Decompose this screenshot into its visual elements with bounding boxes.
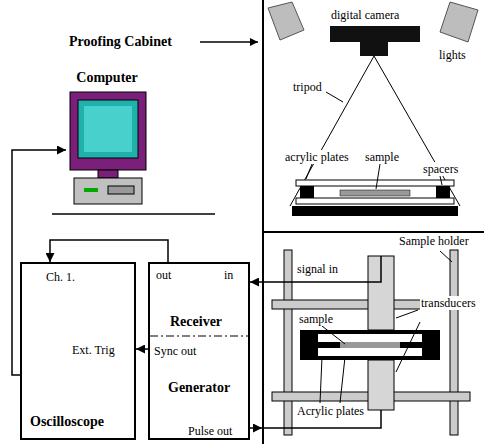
cabinet-leaders-part	[440, 176, 442, 185]
holder-wires	[262, 256, 381, 428]
monitor-part	[74, 178, 142, 204]
port-label: Pulse out	[188, 424, 232, 438]
holder-leaders-part	[396, 322, 420, 372]
monitor-part	[70, 92, 146, 170]
cabinet-pointer-part	[200, 41, 258, 43]
monitor-icon	[62, 90, 152, 210]
callout-label: digital camera	[330, 8, 400, 22]
device-box: Proofing Cabinet	[262, 0, 484, 232]
port-label: in	[224, 268, 233, 282]
digital-camera	[330, 26, 420, 56]
cabinet-stage-part	[296, 198, 454, 204]
holder-leaders-part	[322, 326, 345, 344]
callout-label: lights	[438, 48, 467, 62]
cabinet-leaders-part	[326, 92, 343, 102]
callout-label: acrylic plates	[284, 150, 350, 164]
trigger-label: Ext. Trig	[72, 343, 115, 357]
port-label: out	[156, 268, 171, 282]
receiver-divider	[150, 336, 248, 337]
channel-label: Ch. 1.	[46, 270, 75, 284]
callout-label: Sample holder	[398, 234, 470, 248]
port-label: Sync out	[154, 344, 196, 358]
tripod	[290, 56, 460, 206]
cabinet-leaders-part	[306, 164, 312, 179]
signal-connector	[250, 427, 262, 429]
callout-label: transducers	[420, 296, 477, 310]
sample-holder-part	[450, 250, 458, 435]
holder-leaders-part	[396, 310, 418, 318]
lights	[268, 2, 478, 42]
computer-desk-line	[52, 214, 215, 215]
device-name: Receiver	[170, 314, 222, 330]
device-box: out inReceiverSync outGeneratorPulse out	[148, 262, 250, 440]
holder-leaders-part	[340, 357, 345, 403]
holder-leaders-part	[440, 251, 452, 262]
sample-holder-part	[368, 360, 394, 410]
digital-camera-part	[330, 26, 420, 42]
monitor-part	[108, 186, 134, 194]
callout-label: spacers	[422, 162, 459, 176]
callout-label: sample	[364, 150, 400, 164]
signal-connector	[136, 348, 148, 350]
lights-part	[440, 2, 478, 42]
holder-leaders	[320, 251, 452, 403]
callout-label: Acrylic plates	[296, 404, 365, 418]
monitor-part	[84, 106, 132, 152]
monitor-part	[98, 170, 118, 178]
computer-desk-line-part	[52, 213, 215, 215]
holder-leaders-part	[320, 357, 322, 403]
node-heading: Computer	[60, 70, 154, 86]
receiver-divider-part	[150, 336, 248, 337]
device-name: Oscilloscope	[30, 414, 104, 430]
cabinet-stage-part	[340, 190, 410, 196]
holder-wires-part	[262, 256, 381, 282]
cabinet-leaders-part	[376, 164, 380, 189]
cabinet-stage-part	[300, 186, 314, 198]
computer-node: Computer	[60, 70, 154, 212]
monitor-part	[84, 188, 98, 192]
cabinet-stage-part	[436, 186, 450, 198]
sample-holder-part	[340, 342, 400, 348]
callout-label: tripod	[292, 80, 323, 94]
signal-connector	[50, 240, 168, 262]
device-name: Generator	[168, 380, 230, 396]
signal-connector	[250, 281, 262, 283]
sample-holder	[272, 250, 470, 435]
cabinet-stage	[292, 180, 458, 216]
sample-holder-part	[284, 250, 292, 435]
digital-camera-part	[360, 42, 388, 56]
callout-label: sample	[298, 312, 334, 326]
cabinet-pointer	[200, 42, 258, 43]
node-heading: Proofing Cabinet	[69, 34, 172, 50]
signal-label: signal in	[296, 262, 339, 276]
sample-holder-part	[300, 330, 440, 360]
monitor-part	[78, 100, 138, 158]
cabinet-stage-part	[296, 180, 454, 186]
device-box: Ch. 1. Ext. TrigOscilloscope	[20, 262, 136, 440]
cabinet-stage-part	[292, 206, 458, 216]
lights-part	[268, 2, 304, 40]
